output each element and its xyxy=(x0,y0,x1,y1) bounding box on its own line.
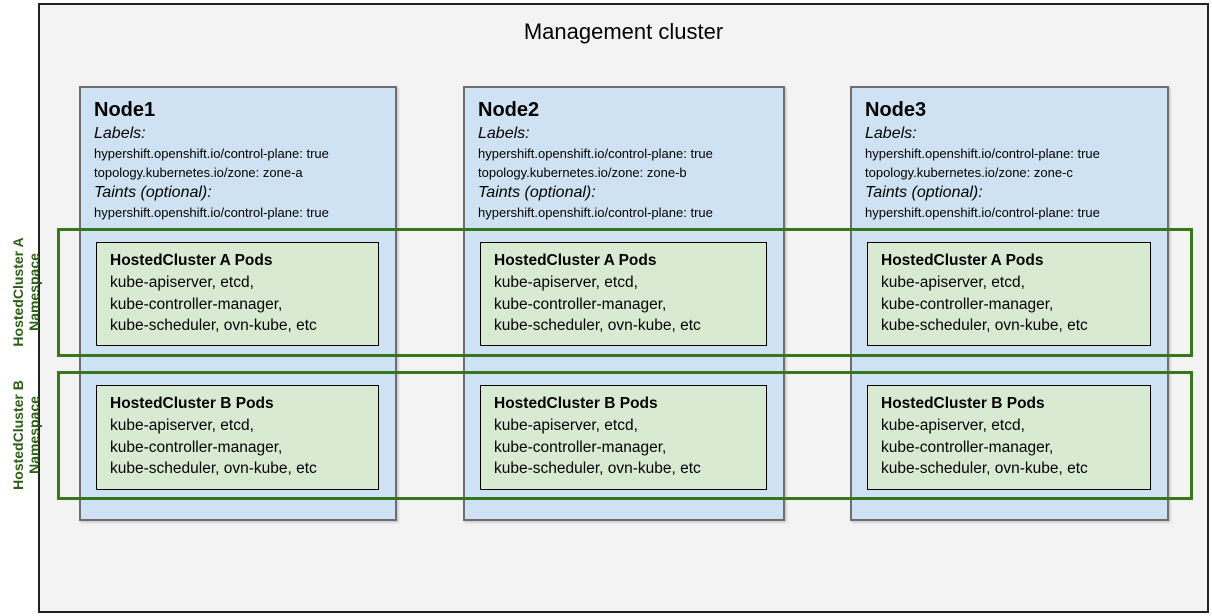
pods-title: HostedCluster B Pods xyxy=(881,395,1045,412)
pods-line: kube-apiserver, etcd, xyxy=(494,274,638,291)
hostedcluster-b-pods-box: HostedCluster B Pods kube-apiserver, etc… xyxy=(867,385,1151,490)
node-title: Node2 xyxy=(478,99,540,121)
hostedcluster-b-pods-box: HostedCluster B Pods kube-apiserver, etc… xyxy=(96,385,379,490)
pods-line: kube-controller-manager, xyxy=(494,295,667,313)
pods-line: kube-apiserver, etcd, xyxy=(494,417,638,434)
pods-line: kube-scheduler, ovn-kube, etc xyxy=(494,317,701,334)
node-taint-line: hypershift.openshift.io/control-plane: t… xyxy=(478,205,713,220)
namespace-label-line2: Namespace xyxy=(26,396,42,474)
pods-line: kube-scheduler, ovn-kube, etc xyxy=(881,460,1088,477)
node-label-line: topology.kubernetes.io/zone: zone-c xyxy=(865,165,1073,180)
pods-title: HostedCluster A Pods xyxy=(881,252,1044,269)
pods-title: HostedCluster A Pods xyxy=(494,252,657,269)
pods-title: HostedCluster B Pods xyxy=(494,395,658,412)
diagram-title: Management cluster xyxy=(523,19,724,44)
node1-box: Node1 Labels: hypershift.openshift.io/co… xyxy=(79,86,397,521)
pods-line: kube-scheduler, ovn-kube, etc xyxy=(881,317,1088,334)
node-taint-line: hypershift.openshift.io/control-plane: t… xyxy=(94,205,329,220)
pods-line: kube-apiserver, etcd, xyxy=(881,274,1025,291)
node-title: Node3 xyxy=(865,99,927,121)
pods-line: kube-apiserver, etcd, xyxy=(110,274,254,291)
hostedcluster-a-pods-box: HostedCluster A Pods kube-apiserver, etc… xyxy=(480,242,767,346)
node-label-line: hypershift.openshift.io/control-plane: t… xyxy=(478,146,713,161)
pods-line: kube-controller-manager, xyxy=(110,295,283,313)
node-label-line: topology.kubernetes.io/zone: zone-b xyxy=(478,165,687,180)
node-taints-heading: Taints (optional): xyxy=(865,184,983,201)
hostedcluster-b-namespace-label: HostedCluster B Namespace xyxy=(10,345,42,525)
pods-line: kube-scheduler, ovn-kube, etc xyxy=(494,460,701,477)
pods-line: kube-controller-manager, xyxy=(881,295,1054,313)
node-label-line: hypershift.openshift.io/control-plane: t… xyxy=(94,146,329,161)
node-labels-heading: Labels: xyxy=(478,125,530,142)
node2-box: Node2 Labels: hypershift.openshift.io/co… xyxy=(463,86,785,521)
node-taints-heading: Taints (optional): xyxy=(478,184,596,201)
node-taints-heading: Taints (optional): xyxy=(94,184,212,201)
pods-line: kube-controller-manager, xyxy=(110,438,283,456)
node-taint-line: hypershift.openshift.io/control-plane: t… xyxy=(865,205,1100,220)
node-label-line: topology.kubernetes.io/zone: zone-a xyxy=(94,165,303,180)
pods-line: kube-controller-manager, xyxy=(494,438,667,456)
pods-title: HostedCluster A Pods xyxy=(110,252,273,269)
pods-line: kube-scheduler, ovn-kube, etc xyxy=(110,317,317,334)
node-labels-heading: Labels: xyxy=(865,125,917,142)
node3-box: Node3 Labels: hypershift.openshift.io/co… xyxy=(850,86,1169,521)
pods-line: kube-controller-manager, xyxy=(881,438,1054,456)
hostedcluster-a-pods-box: HostedCluster A Pods kube-apiserver, etc… xyxy=(96,242,379,346)
namespace-label-line1: HostedCluster B xyxy=(10,380,26,490)
hostedcluster-b-pods-box: HostedCluster B Pods kube-apiserver, etc… xyxy=(480,385,767,490)
pods-title: HostedCluster B Pods xyxy=(110,395,274,412)
node-title: Node1 xyxy=(94,99,156,121)
node-labels-heading: Labels: xyxy=(94,125,146,142)
pods-line: kube-apiserver, etcd, xyxy=(110,417,254,434)
node-label-line: hypershift.openshift.io/control-plane: t… xyxy=(865,146,1100,161)
pods-line: kube-apiserver, etcd, xyxy=(881,417,1025,434)
pods-line: kube-scheduler, ovn-kube, etc xyxy=(110,460,317,477)
hostedcluster-a-pods-box: HostedCluster A Pods kube-apiserver, etc… xyxy=(867,242,1151,346)
